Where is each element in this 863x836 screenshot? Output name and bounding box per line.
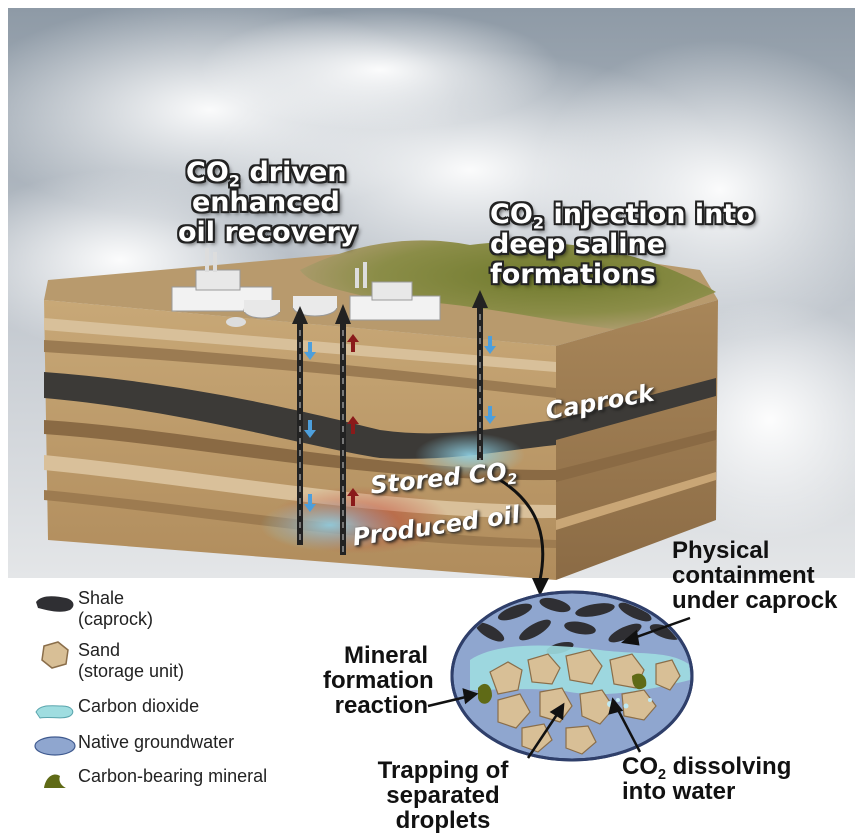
mineral-icon xyxy=(44,774,66,788)
callout-lines xyxy=(427,616,691,759)
legend-item-mineral: Carbon-bearing mineral xyxy=(32,766,267,796)
legend-item-carbon-dioxide: Carbon dioxide xyxy=(32,696,199,726)
label-co2-dissolving: CO2 dissolving into water xyxy=(622,753,792,805)
legend-item-shale: Shale (caprock) xyxy=(32,588,153,630)
label-physical-containment: Physical containment under caprock xyxy=(672,537,838,614)
production-well xyxy=(335,304,351,555)
zoom-connector xyxy=(499,478,545,581)
legend-item-sand: Sand (storage unit) xyxy=(32,640,184,682)
legend-item-groundwater: Native groundwater xyxy=(32,732,234,762)
legend-label-mineral: Carbon-bearing mineral xyxy=(78,766,268,786)
label-co2-injection-saline: CO2 injection into deep saline formation… xyxy=(490,199,755,290)
groundwater-icon xyxy=(34,736,76,756)
legend-label-carbon-dioxide: Carbon dioxide xyxy=(78,696,200,716)
label-co2-enhanced-oil-recovery: CO2 driven enhanced oil recovery xyxy=(178,157,358,248)
power-plant-right xyxy=(292,262,441,321)
injection-well-right xyxy=(472,290,488,460)
label-mineral-formation: Mineral formation reaction xyxy=(323,642,434,719)
legend-label-shale: Shale xyxy=(78,588,125,608)
power-plant-left xyxy=(171,248,281,327)
label-trapping-droplets: Trapping of separated droplets xyxy=(377,757,509,834)
carbon-dioxide-icon xyxy=(35,705,74,719)
green-hills xyxy=(300,240,716,330)
oil-up-arrows xyxy=(347,334,359,506)
legend-label-sand: Sand xyxy=(78,640,121,660)
injection-well-left xyxy=(292,306,308,545)
legend-sublabel-sand: (storage unit) xyxy=(78,661,185,681)
co2-down-arrows xyxy=(304,336,496,512)
pore-scale-detail xyxy=(450,590,694,762)
legend-sublabel-shale: (caprock) xyxy=(78,609,154,629)
co2-plume xyxy=(415,433,525,477)
legend-label-groundwater: Native groundwater xyxy=(78,732,235,752)
shale-icon xyxy=(36,596,74,612)
sand-icon xyxy=(41,641,69,669)
